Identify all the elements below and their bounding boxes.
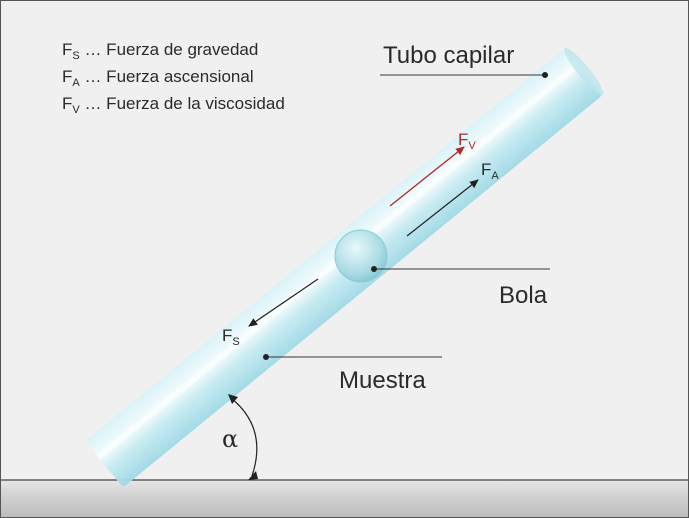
legend-symbol: F <box>62 94 73 113</box>
angle-arc-arrowhead-top <box>228 394 238 404</box>
gravity-force-label: FS <box>222 326 240 348</box>
force-symbol: F <box>458 130 469 149</box>
legend-subscript: A <box>72 77 80 89</box>
tube-leader-dot <box>542 72 548 78</box>
legend-viscosity: FV … Fuerza de la viscosidad <box>62 94 285 120</box>
ground-surface <box>1 480 688 517</box>
legend-text: … Fuerza de la viscosidad <box>79 94 285 113</box>
force-subscript: A <box>491 170 499 182</box>
legend-subscript: S <box>72 50 80 62</box>
angle-arc <box>230 397 258 477</box>
angle-label: α <box>222 425 239 453</box>
force-subscript: V <box>468 140 476 152</box>
force-symbol: F <box>222 326 233 345</box>
buoyancy-force-arrow <box>406 179 479 237</box>
sample-leader-dot <box>263 354 269 360</box>
gravity-force-arrow <box>248 278 319 327</box>
ball-label: Bola <box>499 282 548 309</box>
legend-subscript: V <box>72 104 80 116</box>
legend-text: … Fuerza de gravedad <box>79 40 259 59</box>
viscosity-force-label: FV <box>458 130 476 152</box>
legend-symbol: F <box>62 67 73 86</box>
legend-buoyancy: FA … Fuerza ascensional <box>62 67 254 93</box>
force-symbol: F <box>481 160 492 179</box>
ball-leader-dot <box>371 266 377 272</box>
force-subscript: S <box>232 336 240 348</box>
legend-text: … Fuerza ascensional <box>79 67 254 86</box>
legend-symbol: F <box>62 40 73 59</box>
viscosity-force-arrow <box>389 146 465 207</box>
legend-gravity: FS … Fuerza de gravedad <box>62 40 258 66</box>
angle-arc-arrowhead-bottom <box>248 471 258 480</box>
sample-label: Muestra <box>339 367 426 394</box>
buoyancy-force-label: FA <box>481 160 499 182</box>
ball <box>334 229 388 283</box>
tube-label: Tubo capilar <box>383 42 515 69</box>
